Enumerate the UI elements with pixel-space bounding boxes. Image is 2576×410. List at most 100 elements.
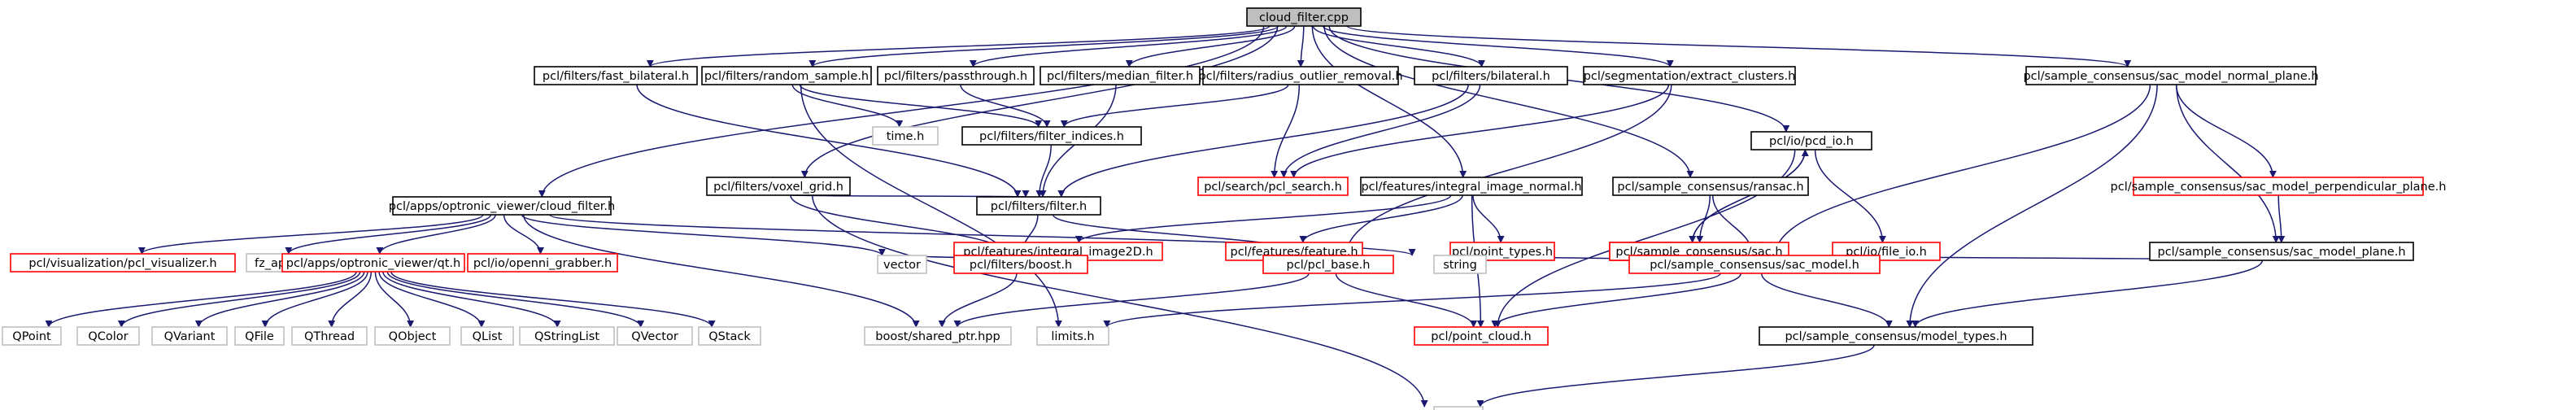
node-label: pcl/filters/fast_bilateral.h — [543, 70, 689, 83]
node-label: pcl/pcl_base.h — [1287, 259, 1371, 272]
node-box — [1360, 177, 1583, 196]
node-box — [1246, 7, 1362, 27]
node-pcl-visualizer[interactable]: pcl/visualization/pcl_visualizer.h — [10, 253, 236, 273]
node-label: QVariant — [164, 330, 216, 343]
node-qcolor[interactable]: QColor — [76, 326, 140, 346]
node-label: QList — [473, 330, 503, 343]
node-label: pcl/apps/optronic_viewer/cloud_filter.h — [389, 200, 615, 213]
node-qfile[interactable]: QFile — [234, 326, 285, 346]
node-optronic-cloud-filter[interactable]: pcl/apps/optronic_viewer/cloud_filter.h — [389, 196, 615, 216]
node-box — [877, 66, 1035, 85]
node-label: QThread — [304, 330, 355, 343]
node-pcd-io[interactable]: pcl/io/pcd_io.h — [1750, 131, 1872, 150]
node-ransac[interactable]: pcl/sample_consensus/ransac.h — [1612, 177, 1809, 196]
node-qvector[interactable]: QVector — [617, 326, 693, 346]
node-optronic-qt[interactable]: pcl/apps/optronic_viewer/qt.h — [281, 253, 465, 273]
node-label: pcl/filters/filter_indices.h — [979, 130, 1124, 143]
node-box — [701, 66, 872, 85]
node-bilateral[interactable]: pcl/filters/bilateral.h — [1414, 66, 1568, 85]
nodes-layer: cloud_filter.cpp pcl/filters/fast_bilater… — [2, 7, 2447, 410]
node-qstack[interactable]: QStack — [698, 326, 761, 346]
node-box — [706, 177, 851, 196]
edge-optronic-cloud-filter-to-pcl-visualizer — [137, 214, 484, 255]
node-label: pcl/filters/passthrough.h — [884, 70, 1027, 83]
node-box — [2149, 242, 2414, 261]
node-box — [877, 255, 927, 274]
edge-cloud-filter-cpp-to-bilateral — [1312, 25, 1485, 68]
node-box — [698, 326, 761, 346]
node-label: QObject — [389, 330, 437, 343]
node-qstringlist[interactable]: QStringList — [519, 326, 615, 346]
node-label: pcl/filters/random_sample.h — [704, 70, 869, 83]
node-qlist[interactable]: QList — [460, 326, 514, 346]
edge-sac-model-to-point-cloud — [1491, 273, 1741, 328]
node-qobject[interactable]: QObject — [374, 326, 451, 346]
node-box — [2133, 177, 2424, 196]
node-pcl-search[interactable]: pcl/search/pcl_search.h — [1197, 177, 1349, 196]
node-sac-model[interactable]: pcl/sample_consensus/sac_model.h — [1628, 255, 1881, 274]
node-filter-h[interactable]: pcl/filters/filter.h — [976, 196, 1101, 216]
edge-cloud-filter-cpp-to-sac-model-normal-plane — [1346, 25, 2131, 68]
node-box — [976, 196, 1101, 216]
node-limits-h[interactable]: limits.h — [1036, 326, 1109, 346]
node-voxel-grid[interactable]: pcl/filters/voxel_grid.h — [706, 177, 851, 196]
edge-sac-model-to-limits-h — [1103, 273, 1721, 328]
edge-bilateral-to-pcl-search — [1279, 84, 1481, 178]
node-sac-model-plane[interactable]: pcl/sample_consensus/sac_model_plane.h — [2149, 242, 2414, 261]
edge-extract-clusters-to-pcl-base — [1342, 84, 1672, 256]
edge-optronic-qt-to-qlist — [378, 271, 486, 328]
edge-cloud-filter-cpp-to-integral-image-normal — [1311, 25, 1467, 178]
node-passthrough[interactable]: pcl/filters/passthrough.h — [877, 66, 1035, 85]
edge-cloud-filter-cpp-to-random-sample — [809, 25, 1279, 68]
node-label: pcl/sample_consensus/sac_model_perpendic… — [2111, 181, 2447, 194]
node-vector[interactable]: vector — [877, 255, 927, 274]
node-sac-model-perpendicular-plane[interactable]: pcl/sample_consensus/sac_model_perpendic… — [2111, 177, 2447, 196]
node-qpoint[interactable]: QPoint — [2, 326, 62, 346]
node-pcl-base[interactable]: pcl/pcl_base.h — [1262, 255, 1394, 274]
edge-pcl-base-to-shared-ptr — [953, 273, 1310, 328]
node-point-cloud[interactable]: pcl/point_cloud.h — [1414, 326, 1549, 346]
node-label: pcl/filters/filter.h — [991, 200, 1087, 213]
node-box — [617, 326, 693, 346]
node-cloud-filter-cpp[interactable]: cloud_filter.cpp — [1246, 7, 1362, 27]
node-radius-outlier[interactable]: pcl/filters/radius_outlier_removal.h — [1198, 66, 1403, 85]
node-qthread[interactable]: QThread — [291, 326, 368, 346]
node-integral-image-normal[interactable]: pcl/features/integral_image_normal.h — [1360, 177, 1583, 196]
edge-sac-model-perpendicular-plane-to-sac-model-plane — [2277, 194, 2286, 243]
node-sac-model-normal-plane[interactable]: pcl/sample_consensus/sac_model_normal_pl… — [2023, 66, 2319, 85]
node-label: pcl/filters/median_filter.h — [1047, 70, 1193, 83]
edge-impl-pcd-io-to-pcd-io — [1691, 149, 1809, 243]
node-label: QFile — [245, 330, 274, 343]
node-label: boost/shared_ptr.hpp — [875, 330, 1000, 343]
node-label: pcl/filters/bilateral.h — [1432, 70, 1550, 83]
node-label: limits.h — [1051, 330, 1094, 343]
node-label: pcl/search/pcl_search.h — [1204, 181, 1342, 194]
node-boost-h[interactable]: pcl/filters/boost.h — [953, 255, 1088, 274]
node-label: time.h — [887, 130, 925, 143]
edge-optronic-qt-to-qthread — [328, 271, 373, 328]
node-box — [1583, 66, 1796, 85]
node-median-filter[interactable]: pcl/filters/median_filter.h — [1040, 66, 1201, 85]
node-time-h[interactable]: time.h — [872, 126, 939, 146]
node-box — [1036, 326, 1109, 346]
node-shared-ptr[interactable]: boost/shared_ptr.hpp — [864, 326, 1012, 346]
node-fast-bilateral[interactable]: pcl/filters/fast_bilateral.h — [534, 66, 698, 85]
node-extract-clusters[interactable]: pcl/segmentation/extract_clusters.h — [1583, 66, 1796, 85]
node-filter-indices[interactable]: pcl/filters/filter_indices.h — [961, 126, 1142, 146]
node-random-sample[interactable]: pcl/filters/random_sample.h — [701, 66, 872, 85]
node-box — [1197, 177, 1349, 196]
node-string[interactable]: string — [1433, 255, 1487, 274]
node-qvariant[interactable]: QVariant — [151, 326, 228, 346]
node-model-types[interactable]: pcl/sample_consensus/model_types.h — [1759, 326, 2033, 346]
edge-sac-model-to-model-types — [1760, 273, 1893, 328]
node-openni-grabber[interactable]: pcl/io/openni_grabber.h — [467, 253, 618, 273]
node-label: pcl/segmentation/extract_clusters.h — [1584, 70, 1796, 83]
edge-sac-model-normal-plane-to-sac-model-plane — [2176, 84, 2280, 243]
node-box — [460, 326, 514, 346]
node-label: pcl/filters/boost.h — [970, 259, 1072, 272]
edge-integral-image-normal-to-feature-h — [1299, 194, 1463, 243]
edge-random-sample-to-limits-h — [800, 84, 1062, 328]
node-map[interactable]: map — [1433, 406, 1484, 410]
edge-random-sample-to-filter-indices — [799, 84, 1043, 128]
edge-integral-image-normal-to-integral-image2d — [1075, 194, 1452, 243]
